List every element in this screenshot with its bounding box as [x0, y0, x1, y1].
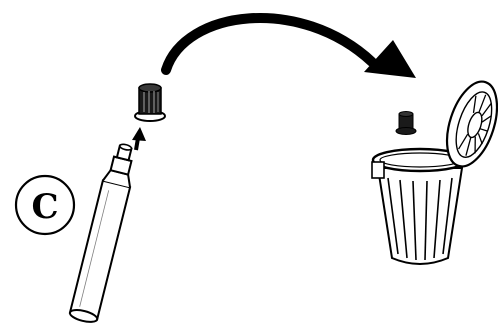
curved-arrow-icon — [166, 18, 416, 78]
step-label-badge: C — [16, 176, 74, 234]
cap-icon — [135, 84, 165, 121]
bin-body — [378, 168, 462, 264]
up-arrow-icon — [132, 127, 146, 150]
cap-top — [139, 84, 161, 92]
syringe-barrel-icon — [69, 141, 140, 324]
falling-cap-icon — [396, 112, 416, 135]
barrel-body — [70, 181, 130, 320]
trash-bin-icon — [372, 75, 498, 264]
step-label-text: C — [31, 187, 58, 227]
